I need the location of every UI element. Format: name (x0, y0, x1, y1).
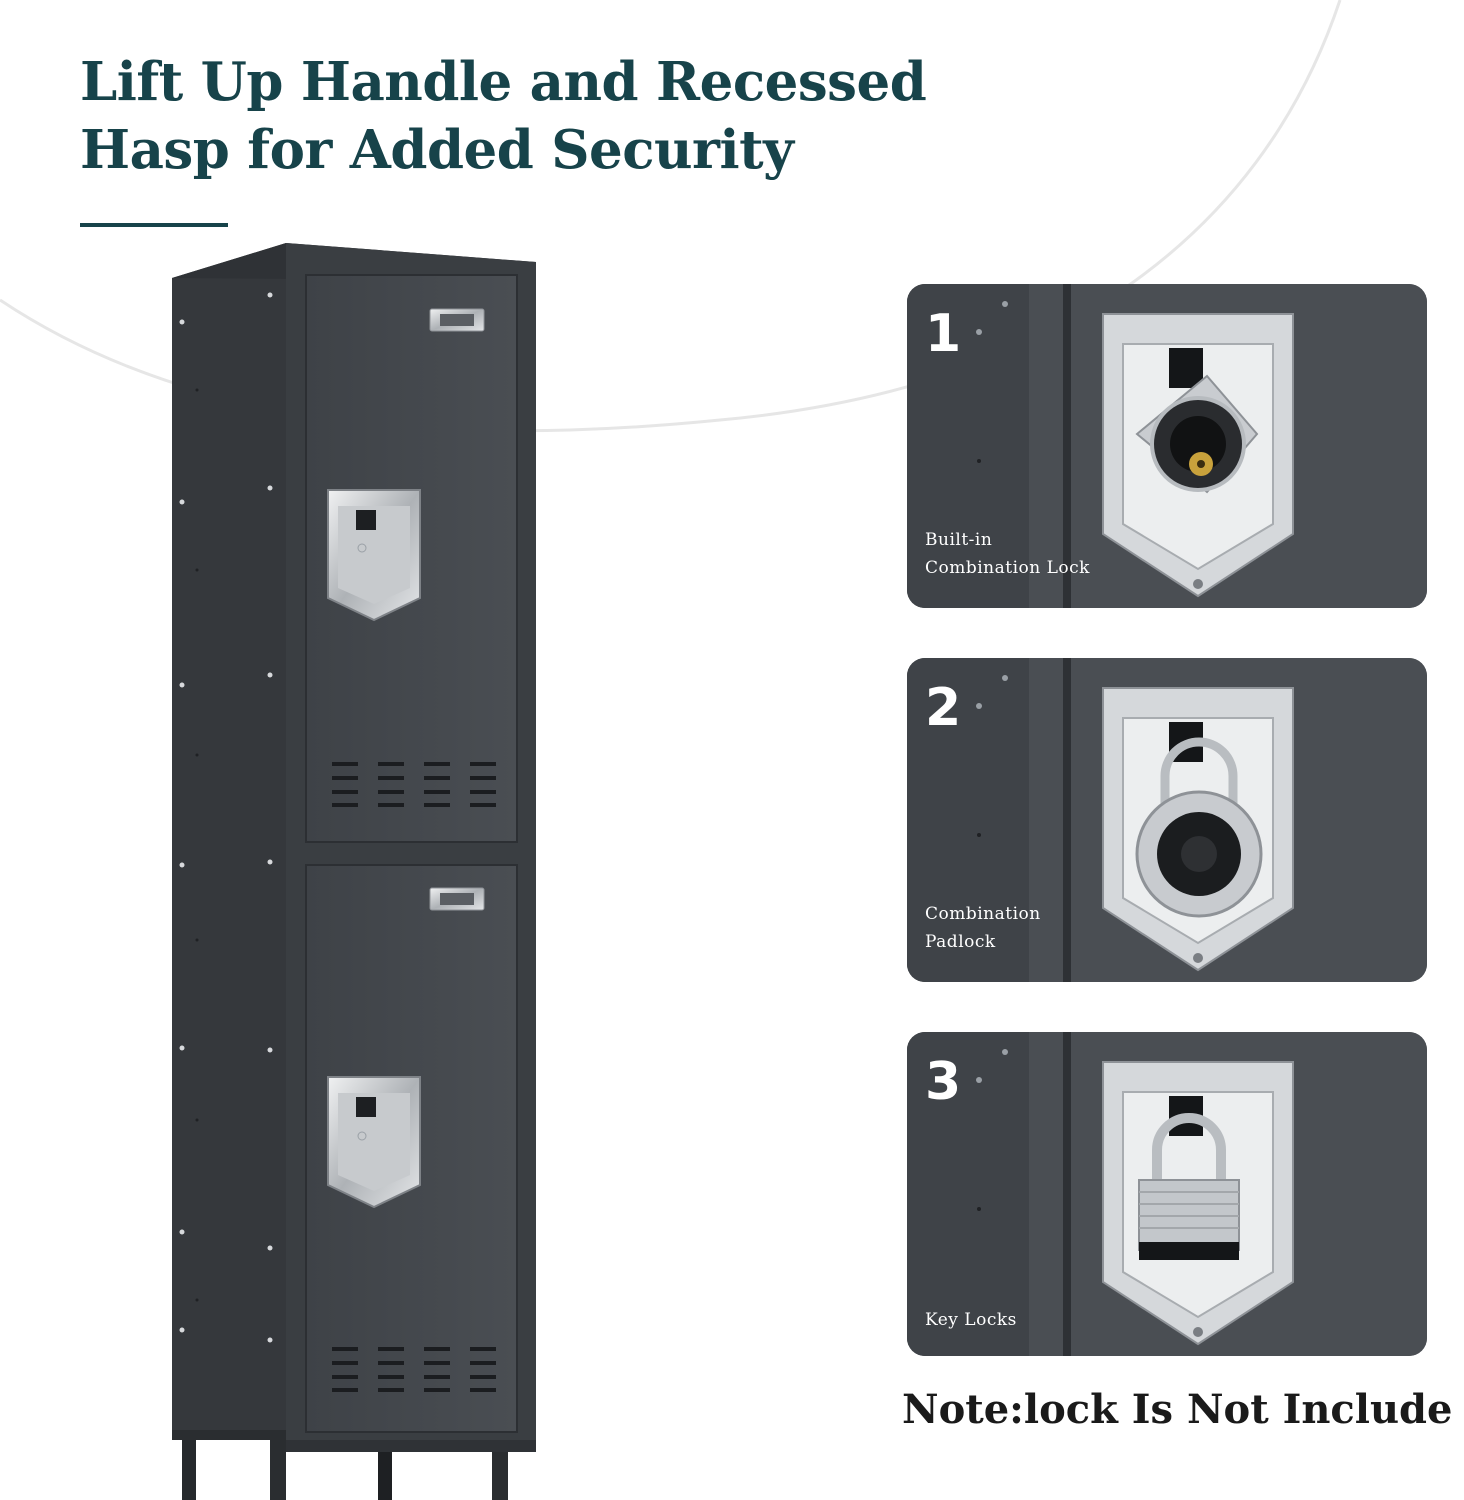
headline-line-1: Lift Up Handle and Recessed (80, 51, 927, 113)
card-number: 3 (925, 1052, 962, 1112)
headline-line-2: Hasp for Added Security (80, 119, 794, 181)
lock-option-card-2: 2 Combination Padlock (907, 658, 1427, 982)
side-rivets (179, 292, 273, 1343)
lock-option-card-3: 3 Key Locks (907, 1032, 1427, 1356)
built-in-combination-lock-icon (1135, 374, 1259, 494)
combination-padlock-icon (1135, 737, 1263, 918)
card-label-line-1: Key Locks (925, 1310, 1017, 1330)
locker-product-image (172, 243, 536, 1500)
card-label: Built-in Combination Lock (925, 526, 1145, 582)
card-number: 1 (925, 304, 962, 364)
lock-not-included-note: Note:lock Is Not Include (902, 1386, 1453, 1433)
card-label: Combination Padlock (925, 900, 1145, 956)
card-number: 2 (925, 678, 962, 738)
card-label: Key Locks (925, 1306, 1145, 1334)
headline: Lift Up Handle and Recessed Hasp for Add… (80, 48, 927, 184)
card-label-line-1: Built-in (925, 530, 993, 550)
keyed-padlock-icon (1138, 1113, 1240, 1260)
title-underline (80, 223, 228, 227)
card-label-line-2: Combination Lock (925, 558, 1090, 578)
card-label-line-1: Combination (925, 904, 1041, 924)
lock-option-card-1: 1 Built-in Combination Lock (907, 284, 1427, 608)
card-label-line-2: Padlock (925, 932, 996, 952)
